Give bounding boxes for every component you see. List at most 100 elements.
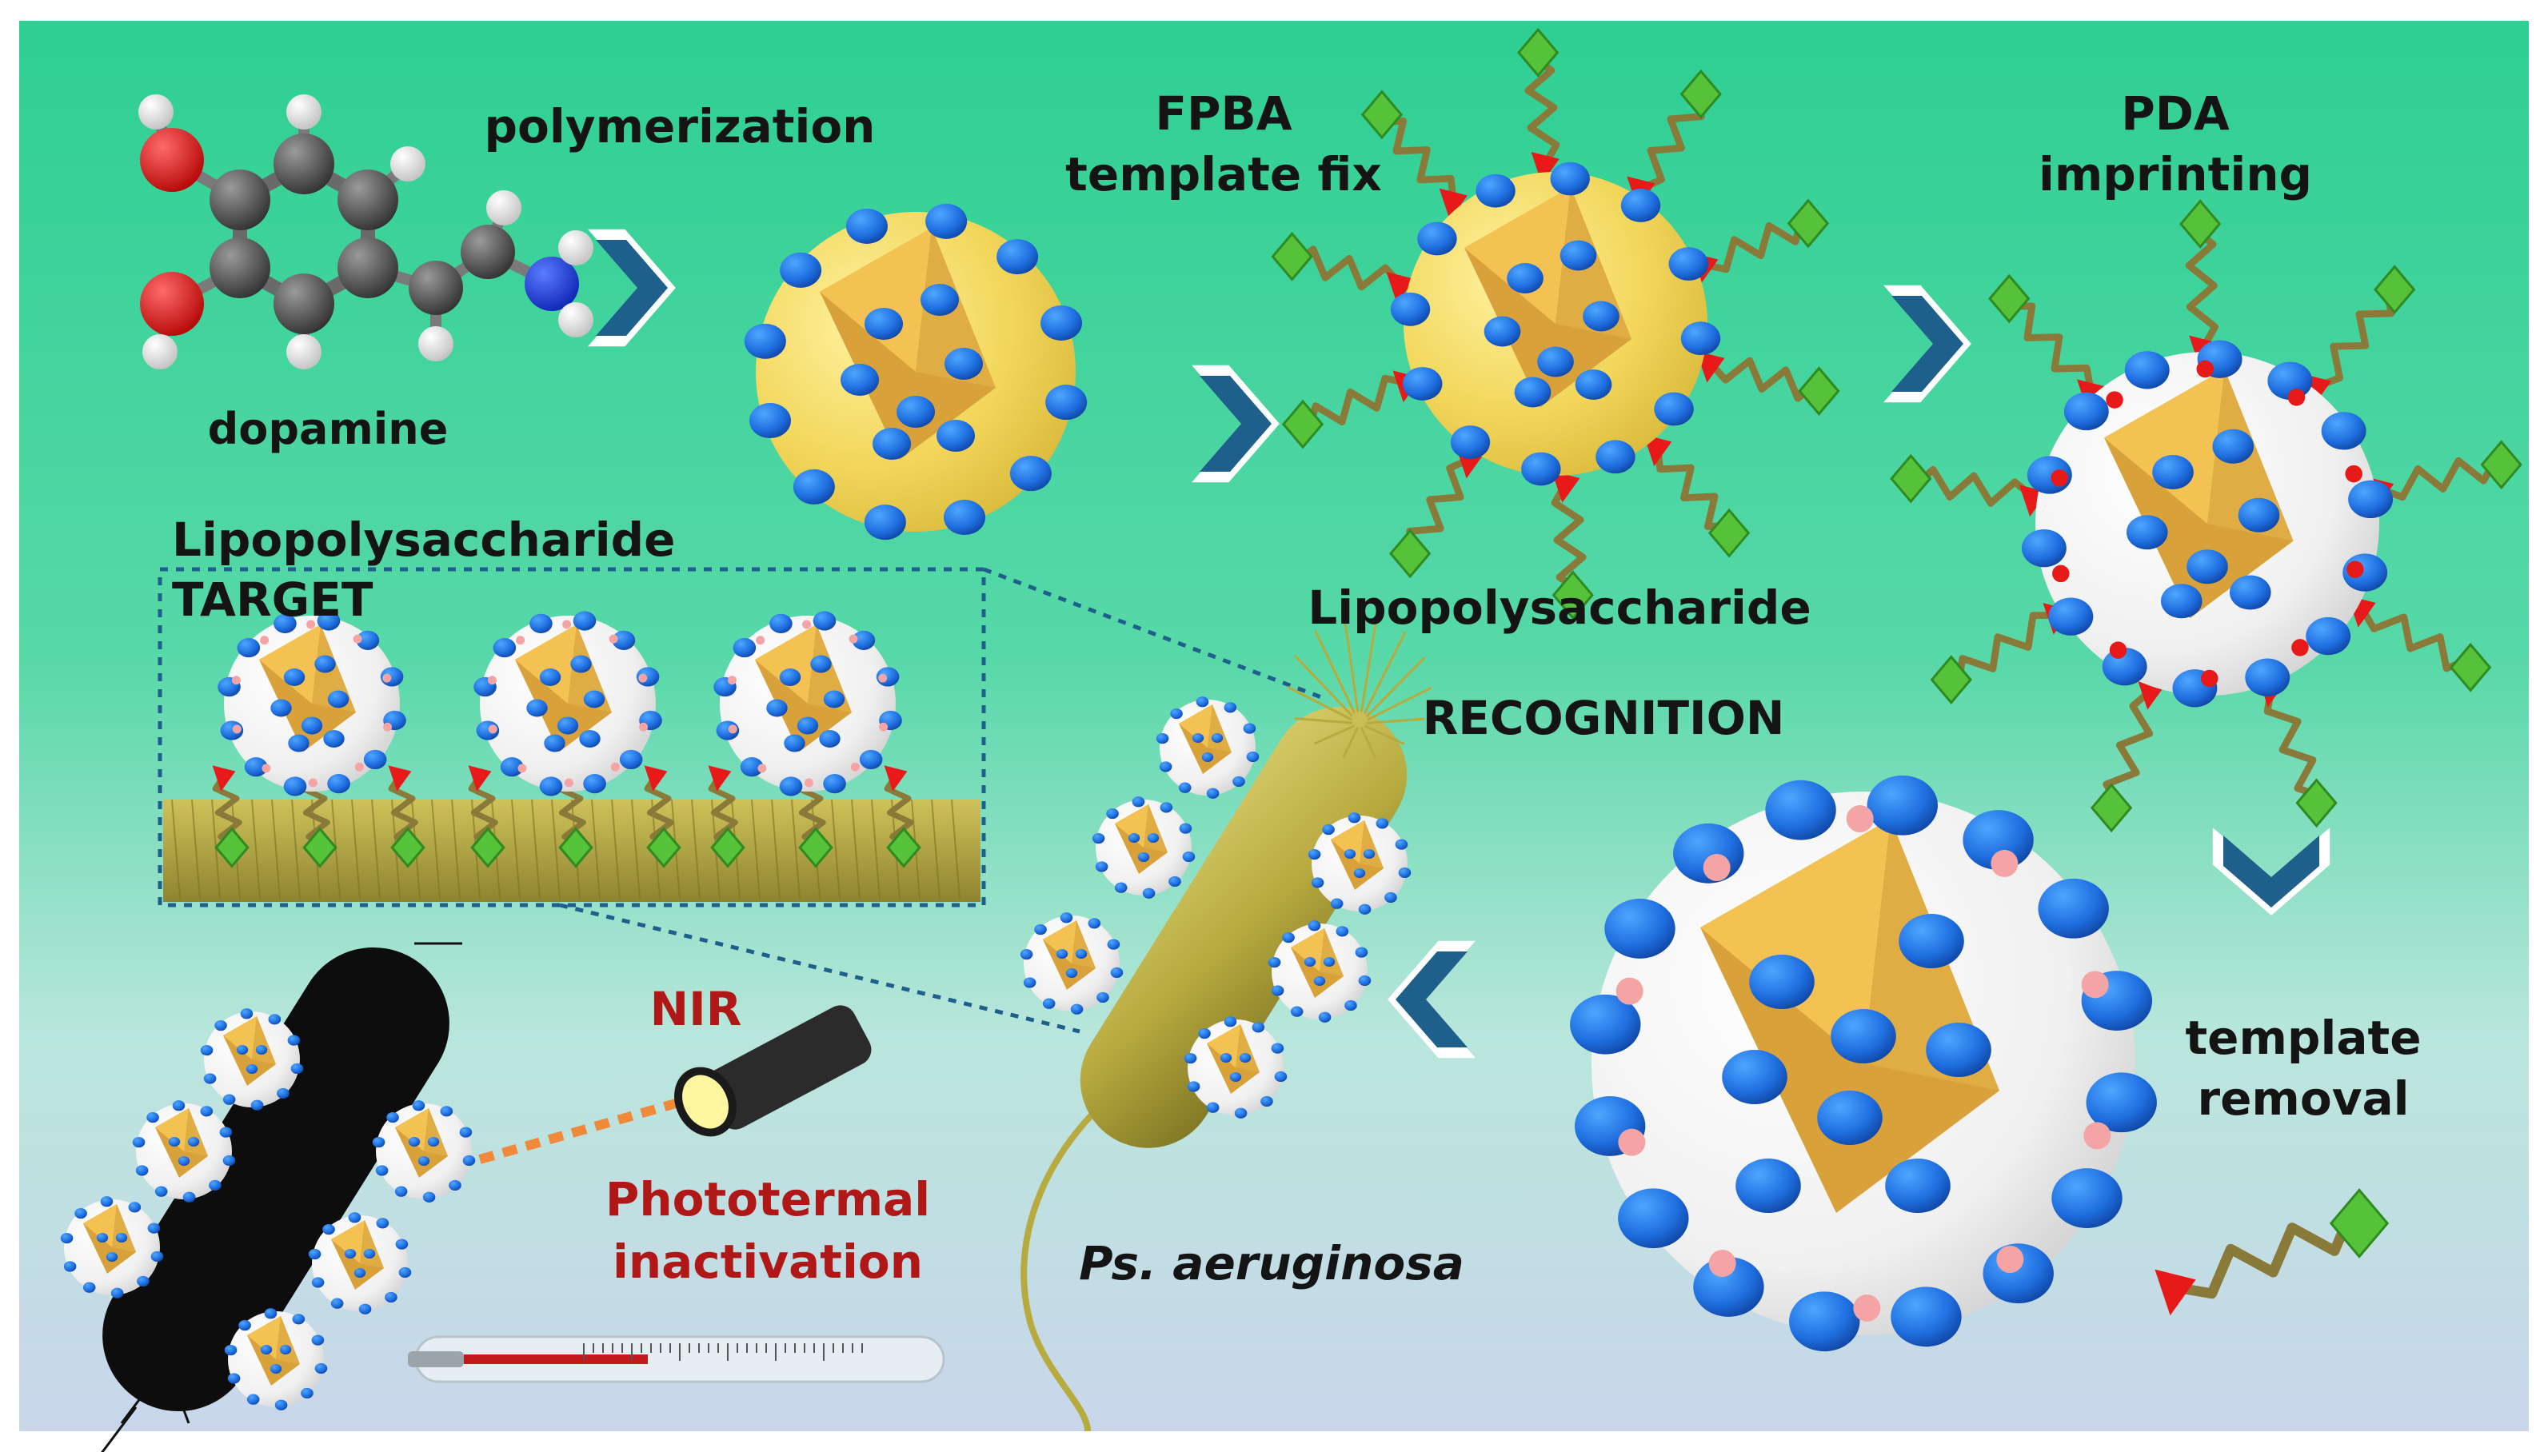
imprint-site	[850, 762, 860, 772]
particle-fpba-core	[1390, 162, 1721, 486]
blue-bead	[1290, 1006, 1304, 1017]
blue-bead	[1308, 920, 1321, 931]
surface-texture	[771, 799, 781, 900]
bound-particle	[218, 611, 406, 796]
green-diamond	[390, 827, 425, 868]
bound-particle	[473, 611, 662, 796]
template-stem	[1372, 118, 1457, 201]
fpba-template	[1360, 90, 1468, 221]
imprint-site	[260, 636, 270, 645]
blue-bead	[250, 1099, 264, 1111]
blue-bead	[1246, 751, 1260, 763]
blue-bead	[1891, 1286, 1962, 1347]
imprint-site	[804, 778, 813, 788]
green-diamond	[558, 827, 593, 868]
label-phototermal: Phototermal	[605, 1172, 930, 1227]
blue-bead	[937, 420, 975, 452]
particle-core-face	[155, 1108, 189, 1151]
blue-bead	[2306, 616, 2351, 656]
surface-texture	[451, 799, 461, 900]
blue-bead	[1322, 824, 1335, 836]
surface-texture	[791, 799, 801, 900]
blue-bead	[1654, 392, 1694, 426]
blue-bead	[1156, 732, 1169, 744]
recognizing-particle	[1184, 1016, 1288, 1119]
blue-bead	[327, 690, 349, 708]
blue-bead	[417, 1156, 430, 1166]
blue-bead	[214, 1019, 227, 1031]
blue-bead	[1311, 877, 1324, 888]
blue-bead	[287, 1035, 301, 1046]
template-stem	[468, 774, 500, 849]
blue-bead	[222, 1155, 236, 1167]
template-stem	[884, 774, 916, 849]
bound-template	[884, 765, 921, 868]
blue-bead	[612, 630, 636, 650]
blue-bead	[2152, 455, 2194, 489]
green-diamond	[1281, 399, 1324, 449]
blue-bead	[1398, 867, 1412, 879]
green-diamond	[1517, 27, 1560, 78]
bacterium-ps-aeruginosa	[1020, 616, 1432, 1432]
fpba-template	[1271, 231, 1415, 304]
blue-bead	[1192, 733, 1204, 743]
blue-bead	[1234, 1107, 1248, 1119]
template-stem	[1707, 357, 1824, 402]
blue-bead	[1963, 810, 2034, 870]
hydrogen-atom	[142, 334, 178, 369]
surface-texture	[871, 799, 881, 900]
fpba-template	[1696, 351, 1840, 417]
blue-bead	[873, 428, 911, 460]
blue-bead	[260, 1345, 273, 1354]
particle-core-face	[395, 1108, 429, 1151]
blue-bead	[238, 1319, 251, 1331]
arrow-template-fix	[1192, 365, 1280, 483]
blue-bead	[1926, 1023, 1991, 1077]
blue-bead	[864, 505, 906, 541]
blue-bead	[1831, 1009, 1896, 1063]
blue-bead	[274, 1399, 288, 1410]
blue-bead	[408, 1137, 421, 1147]
blue-bead	[1170, 708, 1183, 720]
blue-bead	[301, 1387, 314, 1399]
label-fpba: FPBA	[1155, 86, 1292, 141]
red-cone	[708, 765, 732, 792]
imprint-site	[562, 620, 572, 629]
attached-particle	[132, 1100, 236, 1203]
surface-texture	[831, 799, 841, 900]
red-cone	[1643, 434, 1672, 467]
blue-bead	[168, 1137, 181, 1147]
imprint-site	[849, 634, 858, 644]
template-stem	[1954, 612, 2058, 691]
template-stem	[2378, 450, 2502, 501]
blue-bead	[1304, 957, 1316, 967]
blue-bead	[1065, 968, 1078, 978]
surface-texture	[551, 799, 561, 900]
blue-bead	[1693, 1257, 1764, 1317]
blue-bead	[493, 637, 517, 658]
blue-bead	[1132, 796, 1145, 808]
particle-core-face	[1115, 804, 1148, 848]
blue-bead	[1106, 808, 1119, 820]
fpba-template	[1643, 434, 1751, 558]
blue-bead	[172, 1100, 186, 1111]
recognizing-particle	[1092, 796, 1196, 899]
dark-pili	[98, 1406, 138, 1456]
blue-bead	[1376, 818, 1389, 829]
blue-bead	[1789, 1291, 1860, 1352]
green-diamond	[2449, 642, 2492, 692]
blue-bead	[82, 1282, 96, 1293]
surface-texture	[751, 799, 761, 900]
label-lipopolysaccharide: Lipopolysaccharide	[1308, 580, 1811, 635]
imprint-site	[756, 636, 765, 645]
blue-bead	[1160, 802, 1173, 813]
blue-bead	[246, 1064, 258, 1074]
blue-bead	[1009, 456, 1052, 492]
label-recognition: RECOGNITION	[1423, 691, 1785, 745]
blue-bead	[539, 668, 561, 686]
blue-bead	[1395, 839, 1408, 850]
blue-bead	[749, 403, 791, 439]
blue-bead	[219, 1127, 233, 1138]
blue-bead	[2212, 429, 2254, 464]
green-diamond	[2329, 1188, 2390, 1259]
